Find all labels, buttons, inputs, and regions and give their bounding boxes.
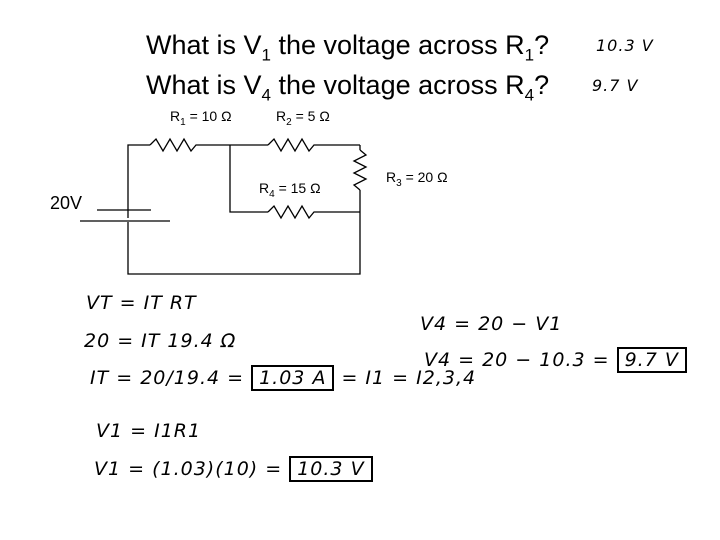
source-label: 20V: [50, 193, 83, 213]
wire-left: [127, 144, 150, 218]
r3-name: R: [386, 169, 397, 185]
r3-value: = 20 Ω: [401, 169, 448, 185]
q2-text-mid: the voltage across R: [271, 70, 525, 100]
q1-text-mid: the voltage across R: [271, 30, 525, 60]
q1-end: ?: [534, 30, 550, 60]
work-right-line-2-pre: V4 = 20 − 10.3 =: [424, 349, 617, 371]
work-line-5-pre: V1 = (1.03)(10) =: [94, 458, 290, 480]
work-line-3: IT = 20/19.4 = 1.03 A = I1 = I2,3,4: [90, 365, 477, 391]
work-line-3-post: = I1 = I2,3,4: [334, 367, 477, 389]
work-right-line-1: V4 = 20 − V1: [420, 313, 563, 335]
r3-sub: 3: [396, 177, 402, 189]
q1-text: What is V: [146, 30, 262, 60]
resistor-r1: [149, 137, 215, 153]
resistor-r3: [352, 149, 368, 191]
q1-sub2: 1: [524, 45, 535, 65]
wire-r4-branch: [229, 145, 268, 213]
question-v4: What is V4 the voltage across R4?: [146, 70, 549, 105]
q2-sub: 4: [261, 85, 271, 105]
resistor-r2: [267, 137, 360, 153]
r2-label: R2 = 5 Ω: [276, 108, 330, 128]
r1-name: R: [170, 108, 181, 124]
r4-label: R4 = 15 Ω: [259, 180, 321, 200]
answer-v4: 9.7 V: [592, 76, 639, 95]
q2-end: ?: [534, 70, 550, 100]
work-line-3-pre: IT = 20/19.4 =: [90, 367, 252, 389]
question-v1: What is V1 the voltage across R1?: [146, 30, 549, 65]
r4-value: = 15 Ω: [274, 180, 321, 196]
resistor-r4: [267, 204, 360, 220]
r1-value: = 10 Ω: [185, 108, 232, 124]
r2-sub: 2: [286, 116, 292, 128]
r4-sub: 4: [269, 188, 275, 200]
r4-name: R: [259, 180, 270, 196]
r2-value: = 5 Ω: [291, 108, 330, 124]
work-line-2: 20 = IT 19.4 Ω: [84, 330, 237, 352]
work-line-4: V1 = I1R1: [96, 420, 202, 442]
work-line-5: V1 = (1.03)(10) = 10.3 V: [94, 456, 373, 482]
v1-answer-box: 10.3 V: [289, 456, 373, 482]
wire-right-bottom: [127, 190, 361, 275]
r2-name: R: [276, 108, 287, 124]
q1-sub: 1: [261, 45, 271, 65]
r3-label: R3 = 20 Ω: [386, 169, 448, 189]
work-right-line-2: V4 = 20 − 10.3 = 9.7 V: [424, 347, 687, 373]
r1-label: R1 = 10 Ω: [170, 108, 232, 128]
q2-sub2: 4: [524, 85, 535, 105]
work-line-1: VT = IT RT: [86, 292, 197, 314]
q2-text: What is V: [146, 70, 262, 100]
r1-sub: 1: [180, 116, 186, 128]
current-answer-box: 1.03 A: [251, 365, 335, 391]
answer-v1: 10.3 V: [596, 36, 654, 55]
v4-answer-box: 9.7 V: [616, 347, 687, 373]
